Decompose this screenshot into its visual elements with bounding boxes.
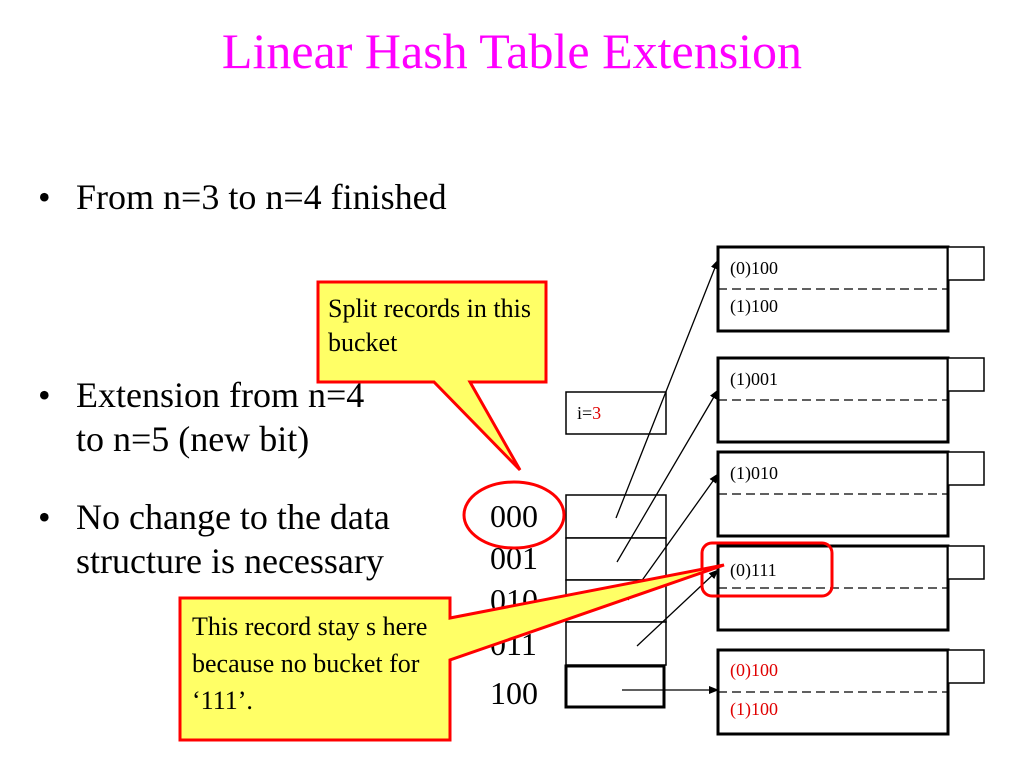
- callout-split-shape: [316, 280, 548, 472]
- bullet-3-line-1: No change to the data: [76, 497, 390, 537]
- i-number: 3: [592, 403, 602, 423]
- bucket-5: [716, 648, 985, 736]
- bucket-3-record-top: (1)010: [730, 463, 778, 483]
- bullet-1-line-1: From n=3 to n=4 finished: [76, 177, 447, 217]
- bullet-marker: •: [38, 497, 51, 537]
- bucket-5-record-top: (0)100: [730, 660, 778, 680]
- bullet-2-line-2: to n=5 (new bit): [76, 419, 310, 459]
- bucket-2-record-top: (1)001: [730, 369, 778, 389]
- pointer-arrows: [615, 259, 719, 694]
- highlight-ellipse-000: [462, 480, 566, 550]
- bullet-2: • Extension from n=4 to n=5 (new bit): [38, 373, 365, 461]
- bullet-1: • From n=3 to n=4 finished: [38, 175, 447, 219]
- i-value: i=3: [577, 403, 601, 424]
- bucket-4-record-top: (0)111: [730, 560, 777, 580]
- bucket-3: [716, 450, 985, 538]
- bucket-index-100: 100: [490, 675, 538, 711]
- bucket-index-000: 000: [490, 498, 538, 534]
- bucket-1-record-bottom: (1)100: [730, 296, 778, 316]
- i-box: [565, 391, 667, 435]
- slide-title: Linear Hash Table Extension: [221, 23, 803, 79]
- directory-slot-100: [564, 664, 666, 709]
- bullet-2-line-1: Extension from n=4: [76, 375, 365, 415]
- bucket-2: [716, 356, 985, 444]
- callout-split-text: Split records in this bucket: [328, 294, 531, 357]
- bullet-3-line-2: structure is necessary: [76, 541, 384, 581]
- bullet-marker: •: [38, 177, 51, 217]
- bucket-1: [716, 245, 985, 333]
- callout-stay-shape: [178, 563, 725, 742]
- bucket-5-record-bottom: (1)100: [730, 699, 778, 719]
- callout-stay-text: This record stay s here because no bucke…: [192, 612, 428, 715]
- bullet-3: • No change to the data structure is nec…: [38, 495, 390, 583]
- bullet-marker: •: [38, 375, 51, 415]
- bucket-4: [716, 544, 985, 632]
- bucket-1-record-top: (0)100: [730, 258, 778, 278]
- i-label: i=: [577, 403, 593, 423]
